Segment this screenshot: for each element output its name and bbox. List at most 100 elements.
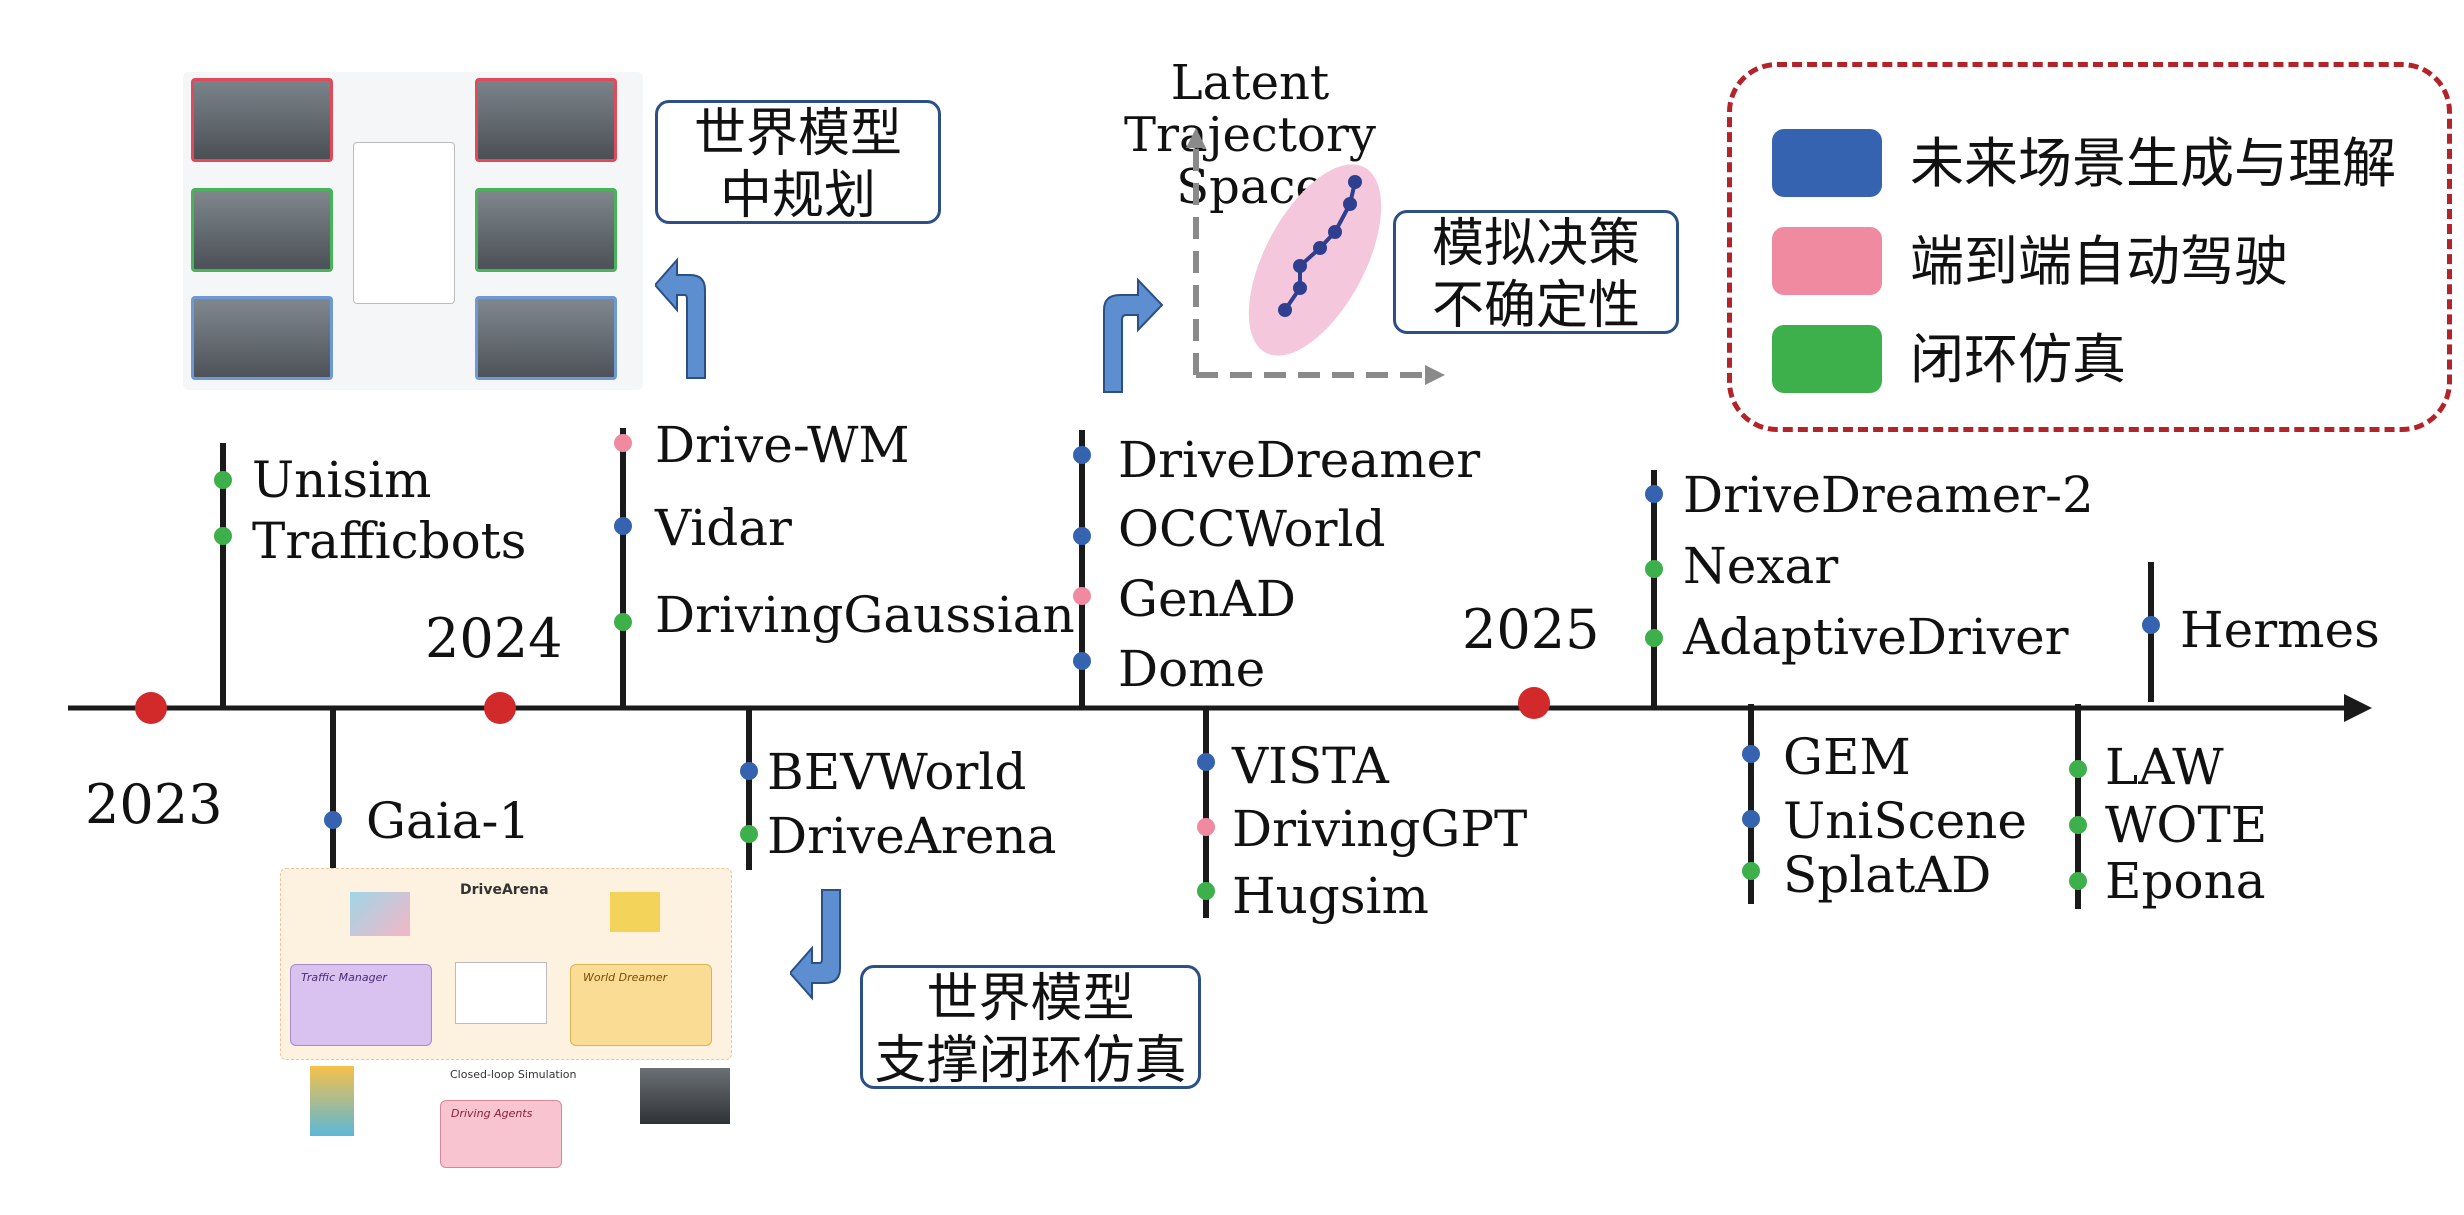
planning-diagram-center bbox=[353, 142, 455, 304]
tick-group-8 bbox=[1748, 704, 1754, 904]
label-splatad: SplatAD bbox=[1783, 846, 1992, 904]
label-vista: VISTA bbox=[1232, 737, 1389, 795]
dot-dome bbox=[1073, 652, 1091, 670]
tick-group-6 bbox=[1203, 708, 1209, 918]
drivearena-left-thumb bbox=[310, 1066, 354, 1136]
label-drivedreamer2: DriveDreamer-2 bbox=[1683, 466, 2094, 524]
dot-wote bbox=[2069, 816, 2087, 834]
label-uniscene: UniScene bbox=[1783, 792, 2027, 850]
legend-label-scene-generation: 未来场景生成与理解 bbox=[1910, 132, 2396, 195]
dot-occworld bbox=[1073, 527, 1091, 545]
label-occworld: OCCWorld bbox=[1118, 500, 1386, 558]
drivearena-right-thumb bbox=[640, 1068, 730, 1124]
arrow-down-simulation-icon bbox=[790, 889, 841, 1001]
year-label-2023: 2023 bbox=[85, 773, 223, 836]
tick-group-1 bbox=[220, 443, 226, 708]
dot-nexar bbox=[1645, 560, 1663, 578]
label-bevworld: BEVWorld bbox=[767, 743, 1027, 801]
drivearena-traffic-manager-label: Traffic Manager bbox=[301, 971, 387, 984]
arrow-up-uncertainty-icon bbox=[1103, 277, 1164, 393]
planning-image-4 bbox=[475, 78, 617, 162]
dot-law bbox=[2069, 760, 2087, 778]
label-drivewm: Drive-WM bbox=[655, 416, 910, 474]
label-gem: GEM bbox=[1783, 728, 1911, 786]
year-label-2025: 2025 bbox=[1462, 598, 1600, 661]
callout-simulation-line1: 世界模型 bbox=[926, 969, 1135, 1029]
label-unisim: Unisim bbox=[252, 451, 432, 509]
dot-epona bbox=[2069, 872, 2087, 890]
label-drivedreamer: DriveDreamer bbox=[1118, 431, 1481, 489]
legend-swatch-scene-generation bbox=[1772, 129, 1882, 197]
callout-simulation-line2: 支撑闭环仿真 bbox=[874, 1031, 1187, 1091]
year-marker-2024 bbox=[484, 692, 516, 724]
planning-figure bbox=[183, 72, 643, 390]
dot-splatad bbox=[1742, 862, 1760, 880]
year-marker-2023 bbox=[135, 692, 167, 724]
drivearena-world-dreamer-label: World Dreamer bbox=[583, 971, 668, 984]
label-genad: GenAD bbox=[1118, 570, 1296, 628]
dot-trafficbots bbox=[214, 527, 232, 545]
label-hugsim: Hugsim bbox=[1232, 867, 1429, 925]
dot-genad bbox=[1073, 587, 1091, 605]
label-law: LAW bbox=[2105, 738, 2224, 796]
label-gaia1: Gaia-1 bbox=[366, 792, 531, 850]
label-adaptivedriver: AdaptiveDriver bbox=[1683, 608, 2069, 666]
callout-uncertainty: 模拟决策 不确定性 bbox=[1393, 210, 1679, 336]
legend-label-end-to-end: 端到端自动驾驶 bbox=[1910, 230, 2288, 293]
dot-vista bbox=[1197, 753, 1215, 771]
dot-adaptivedriver bbox=[1645, 629, 1663, 647]
planning-image-5 bbox=[475, 188, 617, 272]
drivearena-driving-agents-box: Driving Agents bbox=[440, 1100, 562, 1168]
dot-vidar bbox=[614, 517, 632, 535]
dot-drivearena bbox=[740, 825, 758, 843]
year-marker-2025 bbox=[1518, 687, 1550, 719]
dot-gaia1 bbox=[324, 811, 342, 829]
label-drivinggpt: DrivingGPT bbox=[1232, 800, 1528, 858]
tick-group-2 bbox=[330, 708, 336, 868]
drivearena-world-dreamer-box: World Dreamer bbox=[570, 964, 712, 1046]
drivearena-driving-agents-label: Driving Agents bbox=[451, 1107, 533, 1120]
dot-drivinggpt bbox=[1197, 818, 1215, 836]
dot-drivedreamer bbox=[1073, 446, 1091, 464]
planning-image-3 bbox=[191, 296, 333, 380]
dot-hermes bbox=[2142, 616, 2160, 634]
drivearena-logo: DriveArena bbox=[460, 882, 549, 898]
planning-image-1 bbox=[191, 78, 333, 162]
label-drivinggaussian: DrivingGaussian bbox=[655, 586, 1075, 644]
drivearena-figure: DriveArena Traffic Manager World Dreamer… bbox=[280, 868, 740, 1168]
label-vidar: Vidar bbox=[655, 499, 792, 557]
label-epona: Epona bbox=[2105, 852, 2266, 910]
tick-group-5 bbox=[1079, 430, 1085, 708]
dot-unisim bbox=[214, 471, 232, 489]
drivearena-note-thumb bbox=[610, 892, 660, 932]
legend-label-closed-loop: 闭环仿真 bbox=[1910, 328, 2126, 391]
callout-planning-line2: 中规划 bbox=[719, 166, 876, 226]
drivearena-closed-loop-label: Closed-loop Simulation bbox=[450, 1068, 577, 1081]
year-label-2024: 2024 bbox=[425, 607, 563, 670]
label-drivearena: DriveArena bbox=[767, 807, 1057, 865]
drivearena-center-chart bbox=[455, 962, 547, 1024]
callout-uncertainty-line1: 模拟决策 bbox=[1431, 214, 1640, 274]
dot-uniscene bbox=[1742, 810, 1760, 828]
legend: 未来场景生成与理解 端到端自动驾驶 闭环仿真 bbox=[1727, 62, 2452, 432]
dot-drivedreamer2 bbox=[1645, 485, 1663, 503]
arrow-up-planning-icon bbox=[655, 257, 706, 379]
callout-planning: 世界模型 中规划 bbox=[655, 100, 941, 226]
planning-image-6 bbox=[475, 296, 617, 380]
callout-uncertainty-line2: 不确定性 bbox=[1431, 276, 1640, 336]
label-nexar: Nexar bbox=[1683, 537, 1839, 595]
label-wote: WOTE bbox=[2105, 796, 2268, 854]
latent-trajectory-plot bbox=[1186, 128, 1445, 385]
callout-planning-line1: 世界模型 bbox=[693, 104, 902, 164]
label-trafficbots: Trafficbots bbox=[252, 512, 527, 570]
drivearena-traffic-manager-box: Traffic Manager bbox=[290, 964, 432, 1046]
callout-simulation: 世界模型 支撑闭环仿真 bbox=[860, 965, 1201, 1091]
dot-drivinggaussian bbox=[614, 613, 632, 631]
latent-plot-title-line1: Latent Trajectory bbox=[1124, 55, 1376, 163]
legend-swatch-closed-loop bbox=[1772, 325, 1882, 393]
label-hermes: Hermes bbox=[2180, 601, 2380, 659]
drivearena-map-thumb bbox=[350, 892, 410, 936]
planning-image-2 bbox=[191, 188, 333, 272]
dot-drivewm bbox=[614, 434, 632, 452]
